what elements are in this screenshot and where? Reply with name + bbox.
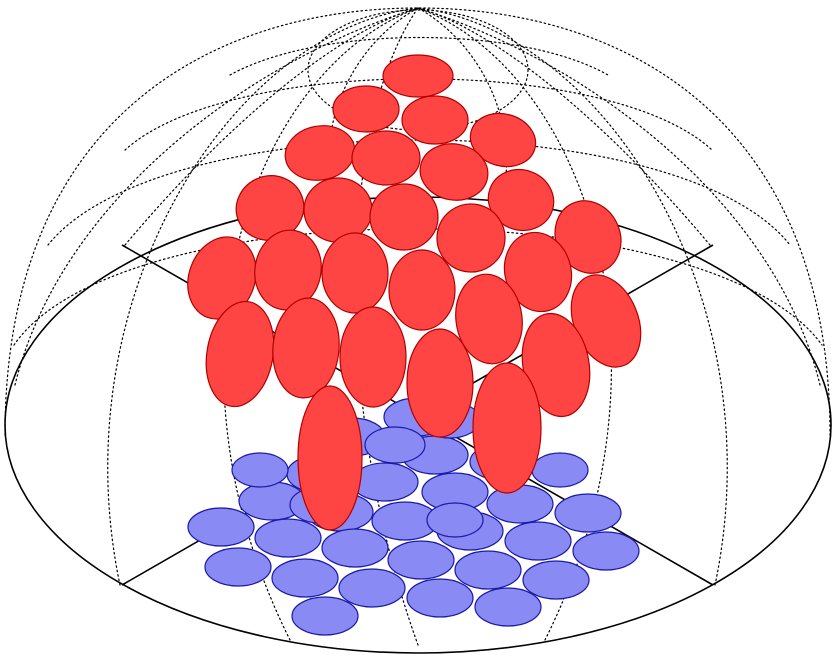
projected-cell [522, 560, 590, 600]
projected-cell [387, 540, 455, 580]
hemisphere-cell [284, 125, 356, 181]
projected-cell [454, 550, 522, 590]
projected-cell [364, 426, 426, 464]
projected-cell [231, 452, 289, 488]
meridian [107, 7, 419, 586]
hemisphere-cell [436, 203, 506, 273]
projected-cell [554, 493, 622, 533]
meridian [417, 7, 711, 246]
projected-cell [271, 558, 339, 598]
hemisphere-cell [503, 231, 573, 313]
projected-cells [187, 397, 640, 636]
hemisphere-cell [472, 362, 542, 494]
hemisphere-outline [4, 7, 831, 436]
meridian [417, 7, 728, 586]
hemisphere-cell [455, 273, 523, 365]
meridian [14, 7, 419, 386]
projected-cell [187, 507, 255, 547]
hemisphere-cell [321, 232, 389, 314]
hemisphere-cell [205, 300, 275, 408]
hemisphere-cell [388, 249, 456, 331]
hemisphere-cell [297, 385, 363, 531]
hemisphere-cell [254, 229, 322, 311]
latitude-ring [124, 78, 713, 151]
hemisphere-cell [187, 236, 257, 320]
hemisphere-cell [272, 297, 340, 399]
hemisphere-cell [487, 169, 555, 231]
meridian [124, 7, 419, 246]
hemisphere-cell [382, 54, 454, 98]
projected-cell [338, 568, 406, 608]
projected-cell [572, 531, 640, 571]
projected-cell [531, 452, 589, 488]
hemisphere-cell [406, 328, 474, 438]
latitude-ring [229, 36, 609, 76]
projected-cell [254, 518, 322, 558]
projected-cell [321, 528, 389, 568]
projected-cell [406, 578, 474, 618]
hemisphere-cells [187, 54, 642, 531]
hemisphere-cell [303, 177, 373, 243]
hemisphere-cell [401, 95, 469, 145]
hemisphere-cell [332, 85, 400, 133]
projected-cell [291, 596, 359, 636]
projected-cell [474, 587, 542, 627]
hemisphere-cell [469, 112, 537, 168]
hemisphere-cell [339, 306, 407, 408]
hemisphere-cell [369, 183, 439, 251]
projected-cell [204, 547, 272, 587]
meridian [417, 7, 821, 386]
hemisphere-cell [419, 143, 489, 201]
projected-cell [504, 521, 572, 561]
hemisphere-cell [351, 130, 421, 186]
projected-cell [426, 502, 484, 538]
